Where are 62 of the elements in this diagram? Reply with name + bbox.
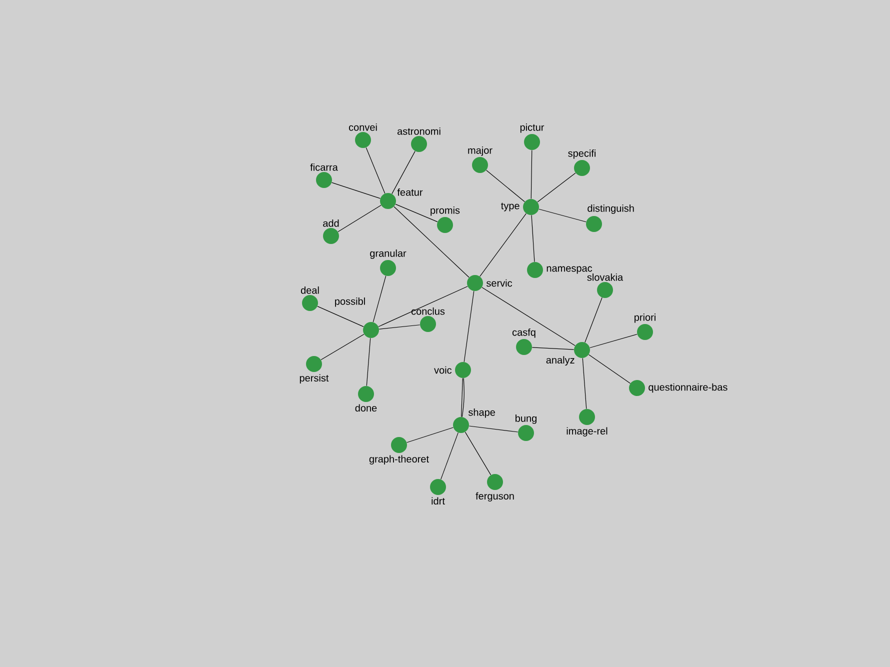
node-label: casfq bbox=[512, 328, 536, 338]
edge-line bbox=[317, 306, 364, 327]
node-label: type bbox=[501, 202, 520, 212]
edge-line bbox=[462, 378, 464, 418]
edge-line bbox=[378, 286, 468, 327]
edge-line bbox=[366, 147, 386, 194]
node-label: major bbox=[468, 146, 492, 156]
edge-line bbox=[464, 290, 474, 362]
edge-line bbox=[530, 150, 532, 200]
node-label: distinguish bbox=[588, 204, 634, 214]
edge-line bbox=[538, 208, 586, 222]
edge-line bbox=[378, 324, 420, 330]
node-label: priori bbox=[634, 313, 656, 323]
node-label: slovakia bbox=[587, 273, 624, 281]
node-label: convei bbox=[348, 123, 377, 131]
edge-line bbox=[468, 426, 518, 432]
node-label: bung bbox=[516, 414, 536, 424]
node-label: done bbox=[355, 404, 377, 412]
edge-line bbox=[482, 287, 576, 346]
edge-line bbox=[537, 172, 576, 202]
edge-line bbox=[406, 427, 454, 443]
edge-line bbox=[372, 276, 386, 322]
node-label: idrt bbox=[432, 497, 445, 505]
node-label: ferguson bbox=[476, 492, 514, 502]
edge-line bbox=[486, 170, 525, 202]
node-label: add bbox=[323, 219, 339, 227]
node-label: persist bbox=[300, 374, 329, 384]
node-label: pictur bbox=[520, 123, 544, 133]
edge-line bbox=[394, 206, 470, 278]
edge-line bbox=[332, 182, 381, 199]
node-label: promis bbox=[430, 206, 460, 216]
edge-line bbox=[480, 213, 526, 277]
node-label: granular bbox=[370, 249, 406, 259]
node-label: analyz bbox=[546, 356, 574, 366]
edge-line bbox=[338, 205, 382, 232]
edge-line bbox=[392, 150, 416, 194]
edge-line bbox=[440, 432, 458, 480]
edge-line bbox=[320, 334, 364, 360]
node-label: specifi bbox=[568, 149, 596, 159]
edge-line bbox=[584, 297, 602, 343]
node-label: graph-theoret bbox=[369, 455, 429, 465]
node-label: servic bbox=[486, 279, 512, 287]
edge-line bbox=[366, 338, 371, 386]
edge-line bbox=[395, 204, 438, 222]
node-label: namespac bbox=[546, 266, 592, 274]
node-label: deal bbox=[300, 286, 319, 294]
edge-line bbox=[582, 358, 587, 410]
node-label: featur bbox=[397, 188, 423, 196]
node-label: ficarra bbox=[310, 163, 338, 171]
node-label: possibl bbox=[335, 297, 365, 307]
edge-line bbox=[588, 354, 631, 384]
node-label: shape bbox=[468, 408, 495, 418]
node-label: astronomi bbox=[397, 127, 440, 135]
node-label: image-rel bbox=[566, 427, 608, 437]
node-label: conclus bbox=[411, 307, 445, 315]
node-label: questionnaire-bas bbox=[648, 383, 728, 393]
edge-line bbox=[531, 214, 535, 262]
edge-line bbox=[532, 347, 574, 350]
node-label: voic bbox=[434, 366, 452, 374]
edge-line bbox=[461, 378, 463, 418]
edge-line bbox=[464, 432, 492, 476]
edge-line bbox=[590, 334, 638, 348]
